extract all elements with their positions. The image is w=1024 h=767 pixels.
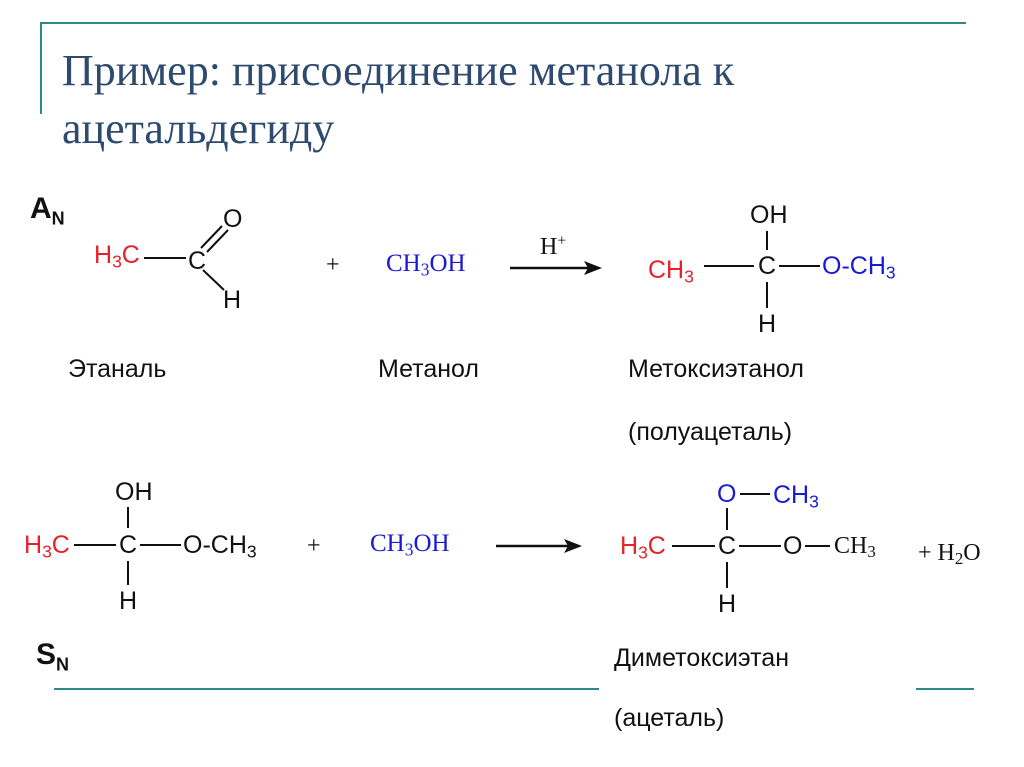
formula-part: CH (386, 250, 421, 277)
atom-c: C (647, 532, 666, 560)
label-methoxyethanol: Метоксиэтанол (628, 355, 804, 383)
page-title-line-1: Пример: присоединение метанола к (62, 46, 735, 95)
mechanism-subscript: N (56, 654, 70, 675)
reactant2-h3c-group: H3C (24, 531, 70, 562)
product2-bonds (672, 493, 830, 588)
atom-o: O (717, 480, 737, 508)
atom-h: H (24, 531, 43, 559)
reactant2-carbon: C (119, 531, 138, 559)
label-dimethoxyethane: Диметоксиэтан (614, 644, 789, 672)
product2-ch3-right: CH3 (834, 533, 876, 560)
subscript: 3 (42, 541, 52, 562)
atom-o: O (183, 531, 203, 559)
mechanism-main: S (36, 638, 57, 671)
product2-oxygen: O (783, 532, 803, 560)
subscript: 3 (809, 491, 819, 512)
product2-h3c-group: H3C (620, 532, 666, 563)
mechanism-label-an: AN (30, 192, 65, 228)
reactant2-oh: OH (115, 478, 153, 506)
ethanal-bonds (144, 225, 229, 291)
ethanal-carbonyl-carbon: C (188, 247, 207, 275)
label-acetal: (ацеталь) (614, 704, 725, 732)
atom-c: C (121, 241, 140, 269)
subscript: 3 (885, 262, 896, 283)
title-top-rule (40, 22, 966, 24)
catalyst-h: H (540, 234, 558, 260)
formula-part: CH (849, 252, 886, 280)
ethanal-oxygen: O (223, 205, 243, 233)
bottom-rule-right (916, 688, 974, 690)
formula-part: CH (648, 256, 685, 284)
atom-h: H (620, 532, 639, 560)
product1-bonds (704, 231, 820, 308)
catalyst-charge: + (557, 232, 567, 250)
reaction1-arrow (510, 261, 602, 275)
reactant2-methoxy: O-CH3 (183, 531, 257, 562)
ethanal-hydrogen: H (223, 286, 242, 314)
subscript: 3 (404, 539, 414, 560)
reaction2-methanol-formula: CH3OH (370, 530, 450, 558)
page-title: Пример: присоединение метанола к ацеталь… (62, 42, 734, 158)
reactant2-hydrogen: H (119, 587, 138, 615)
label-methanol: Метанол (378, 355, 480, 383)
label-ethanal: Этаналь (68, 355, 167, 383)
subscript: 3 (112, 251, 122, 272)
subscript: 3 (246, 541, 257, 562)
atom-h: H (94, 241, 113, 269)
formula-part: OH (413, 530, 450, 557)
reaction1-methanol-formula: CH3OH (386, 250, 466, 278)
product1-carbon: C (758, 252, 777, 280)
bond-dash: - (202, 531, 211, 559)
formula-part: OH (429, 250, 466, 277)
formula-part: CH (834, 533, 868, 559)
product1-ch3-left: CH3 (648, 256, 694, 287)
mechanism-label-sn: SN (36, 638, 69, 674)
product2-methoxy-top-ch3: CH3 (773, 481, 819, 512)
product2-hydrogen: H (718, 590, 737, 618)
catalyst-label: H+ (540, 232, 567, 261)
atom-o: O (822, 252, 842, 280)
subscript: 3 (638, 542, 648, 563)
atom-h: H (937, 540, 955, 566)
atom-o: O (963, 540, 981, 566)
ethanal-h3c-group: H3C (94, 241, 140, 272)
product1-oh: OH (750, 201, 788, 229)
product1-methoxy: O-CH3 (822, 252, 896, 283)
subscript: 3 (420, 259, 430, 280)
product2-methoxy-top: O (717, 482, 736, 507)
page-title-line-2: ацетальдегиду (62, 104, 335, 153)
label-hemiacetal: (полуацеталь) (628, 418, 793, 446)
mechanism-main: A (30, 192, 52, 225)
formula-part: CH (210, 531, 247, 559)
title-left-rule (40, 22, 42, 114)
reaction2-plus: + (307, 533, 321, 559)
reactant2-bonds (74, 507, 181, 585)
mechanism-subscript: N (51, 208, 65, 229)
formula-part: CH (773, 481, 810, 509)
subscript: 3 (867, 542, 876, 562)
plus-sign: + (918, 540, 932, 566)
byproduct-water: + H2O (918, 540, 981, 567)
product2-carbon: C (718, 532, 737, 560)
bond-dash: - (841, 252, 850, 280)
reaction2-arrow (496, 539, 582, 553)
subscript: 2 (954, 549, 964, 569)
reaction1-plus: + (326, 252, 340, 278)
formula-part: CH (370, 530, 405, 557)
bottom-rule-left (54, 688, 599, 690)
subscript: 3 (684, 266, 694, 287)
product1-hydrogen: H (758, 310, 777, 338)
atom-c: C (51, 531, 70, 559)
